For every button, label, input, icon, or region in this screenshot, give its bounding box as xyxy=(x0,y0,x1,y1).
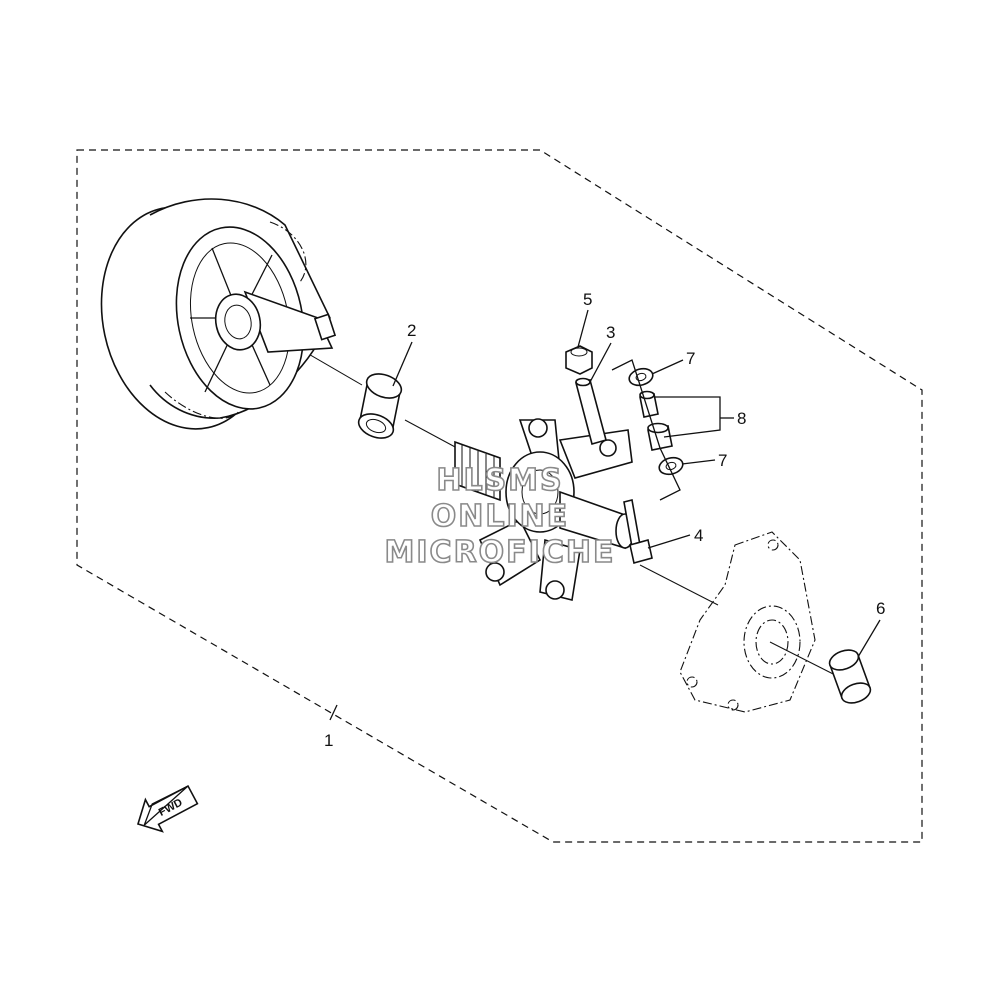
washer-part-7-upper xyxy=(628,367,654,387)
assembly-boundary xyxy=(76,149,923,843)
forward-arrow-icon: FWD xyxy=(136,784,199,833)
callout-8: 8 xyxy=(737,409,746,428)
callout-7-lower: 7 xyxy=(718,451,727,470)
primary-sheave xyxy=(100,198,337,430)
watermark: HLSMS ONLINE MICROFICHE xyxy=(384,462,616,571)
washer-part-7-lower xyxy=(658,456,684,476)
nut-part-5 xyxy=(565,345,593,375)
collar-part-2 xyxy=(357,373,403,439)
watermark-line-3: MICROFICHE xyxy=(385,535,616,570)
bushing-part-6 xyxy=(828,649,872,704)
callout-2: 2 xyxy=(407,321,416,340)
bolt-part-4 xyxy=(623,499,653,564)
callout-labels: 1 2 3 4 5 6 7 7 8 xyxy=(324,290,885,750)
watermark-line-2: ONLINE xyxy=(431,499,570,534)
leader-lines xyxy=(329,309,881,721)
group-bracket xyxy=(611,359,681,501)
callout-4: 4 xyxy=(694,526,703,545)
callout-1: 1 xyxy=(324,731,333,750)
watermark-line-1: HLSMS xyxy=(436,463,563,498)
pin-part-3 xyxy=(575,377,607,445)
callout-7-upper: 7 xyxy=(686,349,695,368)
callout-5: 5 xyxy=(583,290,592,309)
spider-hub xyxy=(454,418,635,601)
callout-6: 6 xyxy=(876,599,885,618)
callout-3: 3 xyxy=(606,323,615,342)
cover-plate xyxy=(679,531,816,713)
